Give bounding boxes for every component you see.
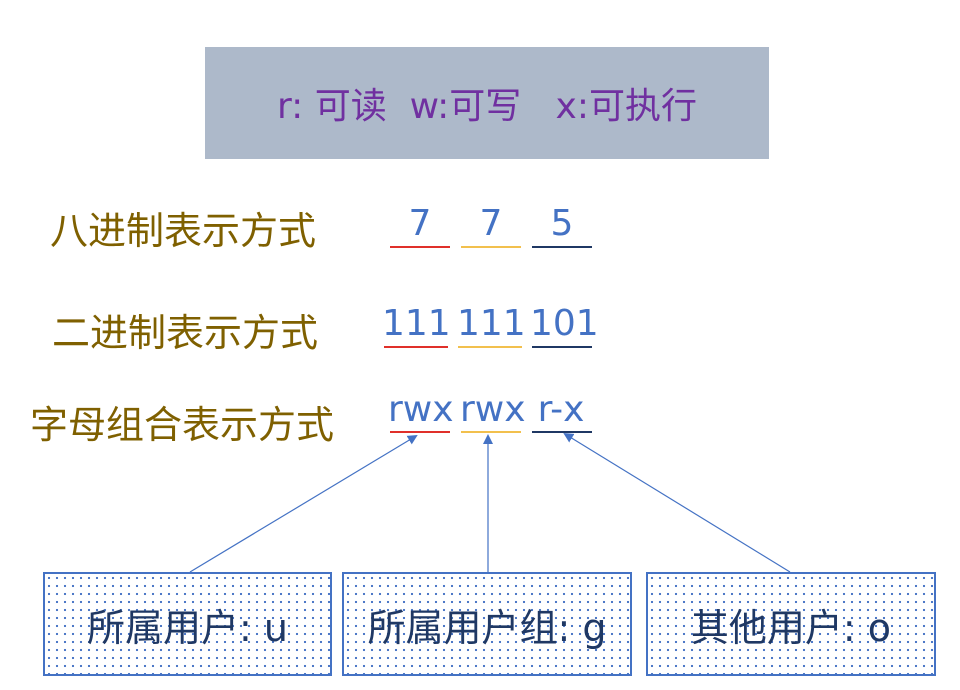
letters-other-value: r-x bbox=[537, 389, 585, 430]
owner-user-box: 所属用户: u bbox=[43, 572, 332, 676]
user-underline bbox=[390, 246, 450, 248]
other-underline bbox=[532, 431, 592, 433]
binary-other-value: 101 bbox=[530, 303, 599, 344]
other-underline bbox=[532, 246, 592, 248]
octal-label: 八进制表示方式 bbox=[50, 209, 317, 253]
group-underline bbox=[461, 246, 521, 248]
letters-user-value: rwx bbox=[388, 389, 454, 430]
letters-group-value: rwx bbox=[460, 389, 526, 430]
other-underline bbox=[532, 346, 592, 348]
owner-user-label: 所属用户: u bbox=[87, 605, 288, 650]
permission-legend: r: 可读 w:可写 x:可执行 bbox=[205, 47, 769, 159]
octal-other-value: 5 bbox=[550, 203, 574, 244]
group-underline bbox=[458, 346, 522, 348]
owner-group-box: 所属用户组: g bbox=[342, 572, 632, 676]
binary-user-value: 111 bbox=[382, 303, 451, 344]
group-underline bbox=[461, 431, 521, 433]
letters-label: 字母组合表示方式 bbox=[30, 403, 335, 447]
user-underline bbox=[390, 431, 450, 433]
owner-other-label: 其他用户: o bbox=[690, 605, 892, 650]
user-underline bbox=[384, 346, 448, 348]
user-arrow bbox=[189, 434, 418, 573]
binary-group-value: 111 bbox=[457, 303, 526, 344]
legend-text: r: 可读 w:可写 x:可执行 bbox=[277, 86, 697, 127]
octal-user-value: 7 bbox=[408, 203, 432, 244]
owner-other-box: 其他用户: o bbox=[646, 572, 936, 676]
owner-group-label: 所属用户组: g bbox=[367, 605, 607, 650]
octal-group-value: 7 bbox=[479, 203, 503, 244]
binary-label: 二进制表示方式 bbox=[52, 311, 319, 355]
other-arrow bbox=[563, 432, 791, 573]
